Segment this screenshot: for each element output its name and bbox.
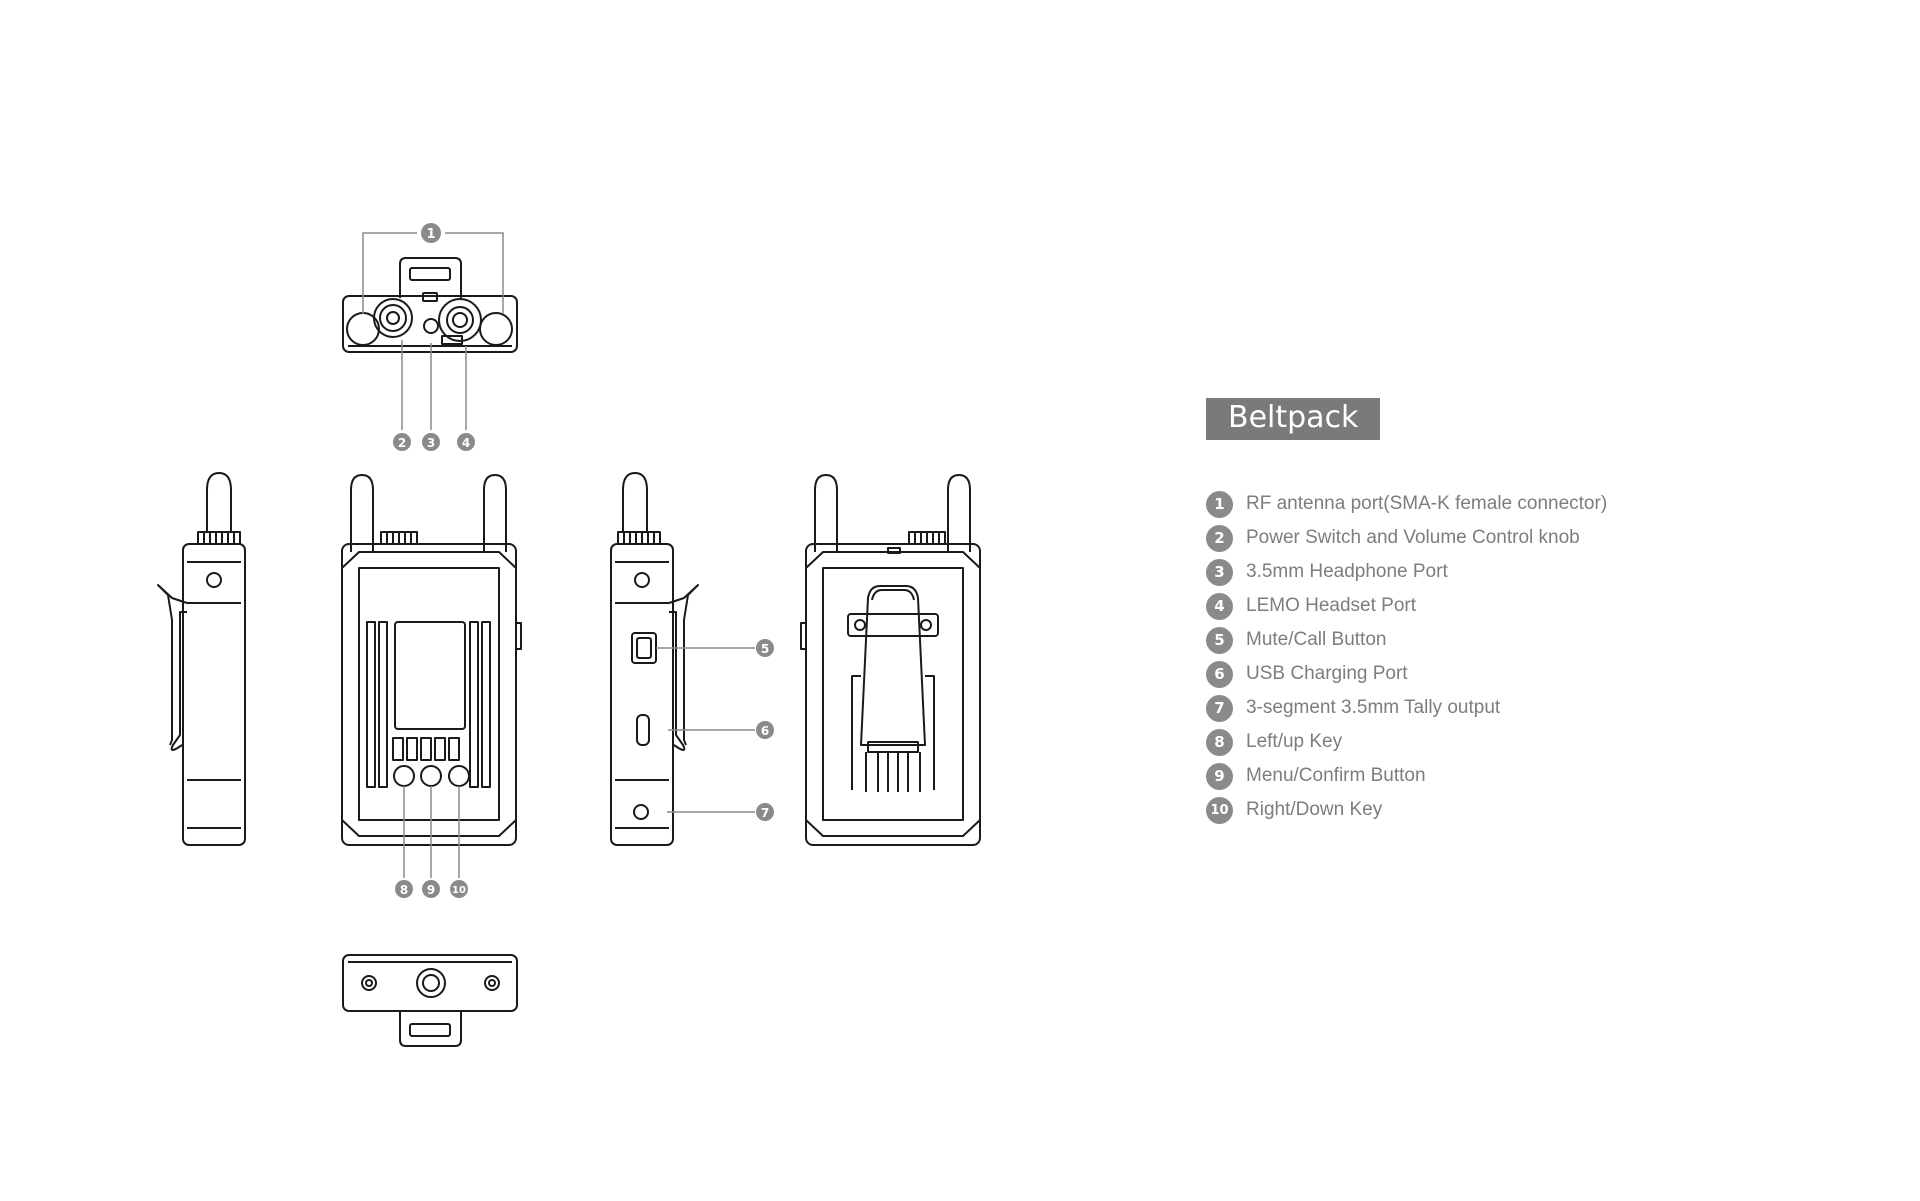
callout-9: 9 <box>422 880 440 898</box>
callout-10-label: 10 <box>452 885 466 896</box>
callout-5-label: 5 <box>761 642 769 656</box>
callout-3: 3 <box>422 433 440 451</box>
callout-10: 10 <box>450 880 468 898</box>
callout-2: 2 <box>393 433 411 451</box>
callout-1: 1 <box>421 223 441 243</box>
legend-title: Beltpack <box>1206 398 1381 440</box>
legend-item-label: Left/up Key <box>1246 731 1343 752</box>
callout-7: 7 <box>756 803 774 821</box>
legend-item-label: Menu/Confirm Button <box>1246 765 1426 786</box>
back-view <box>800 474 981 846</box>
callout-5: 5 <box>756 639 774 657</box>
legend-number-badge: 4 <box>1206 592 1233 620</box>
legend-item: 1 RF antenna port(SMA-K female connector… <box>1206 487 1826 521</box>
legend-number-badge: 8 <box>1206 728 1233 756</box>
legend-number-badge: 9 <box>1206 762 1233 790</box>
callout-8: 8 <box>395 880 413 898</box>
legend-item: 6 USB Charging Port <box>1206 657 1826 691</box>
bottom-view <box>342 954 518 1047</box>
legend-item-label: RF antenna port(SMA-K female connector) <box>1246 493 1608 514</box>
legend-item: 9 Menu/Confirm Button <box>1206 759 1826 793</box>
callout-1-label: 1 <box>426 227 435 242</box>
top-view <box>342 257 518 353</box>
legend-number-badge: 7 <box>1206 694 1233 722</box>
legend-number-badge: 2 <box>1206 524 1233 552</box>
callout-4: 4 <box>457 433 475 451</box>
callout-6: 6 <box>756 721 774 739</box>
legend-item-label: Power Switch and Volume Control knob <box>1246 527 1580 548</box>
callout-9-label: 9 <box>427 883 435 897</box>
right-side-view <box>610 472 699 846</box>
legend-item: 7 3-segment 3.5mm Tally output <box>1206 691 1826 725</box>
legend-number-badge: 1 <box>1206 490 1233 518</box>
legend-item: 8 Left/up Key <box>1206 725 1826 759</box>
legend-number-badge: 3 <box>1206 558 1233 586</box>
callout-7-label: 7 <box>761 806 769 820</box>
callout-8-label: 8 <box>400 883 408 897</box>
legend-item-label: 3-segment 3.5mm Tally output <box>1246 697 1501 718</box>
legend-item: 3 3.5mm Headphone Port <box>1206 555 1826 589</box>
legend-item-label: LEMO Headset Port <box>1246 595 1417 616</box>
legend-item: 4 LEMO Headset Port <box>1206 589 1826 623</box>
legend-panel: Beltpack 1 RF antenna port(SMA-K female … <box>1206 398 1826 827</box>
legend-number-badge: 5 <box>1206 626 1233 654</box>
callout-4-label: 4 <box>462 436 470 450</box>
legend-item: 5 Mute/Call Button <box>1206 623 1826 657</box>
callout-leaders <box>362 232 755 878</box>
legend-item-label: Right/Down Key <box>1246 799 1383 820</box>
legend-number-badge: 10 <box>1206 796 1233 824</box>
front-view <box>341 474 522 846</box>
callout-6-label: 6 <box>761 724 769 738</box>
legend-number-badge: 6 <box>1206 660 1233 688</box>
legend-item-label: 3.5mm Headphone Port <box>1246 561 1448 582</box>
legend-list: 1 RF antenna port(SMA-K female connector… <box>1206 487 1826 827</box>
callout-2-label: 2 <box>398 436 406 450</box>
legend-item-label: Mute/Call Button <box>1246 629 1387 650</box>
legend-item: 10 Right/Down Key <box>1206 793 1826 827</box>
callout-3-label: 3 <box>427 436 435 450</box>
left-side-view <box>157 472 246 846</box>
legend-item: 2 Power Switch and Volume Control knob <box>1206 521 1826 555</box>
legend-item-label: USB Charging Port <box>1246 663 1408 684</box>
